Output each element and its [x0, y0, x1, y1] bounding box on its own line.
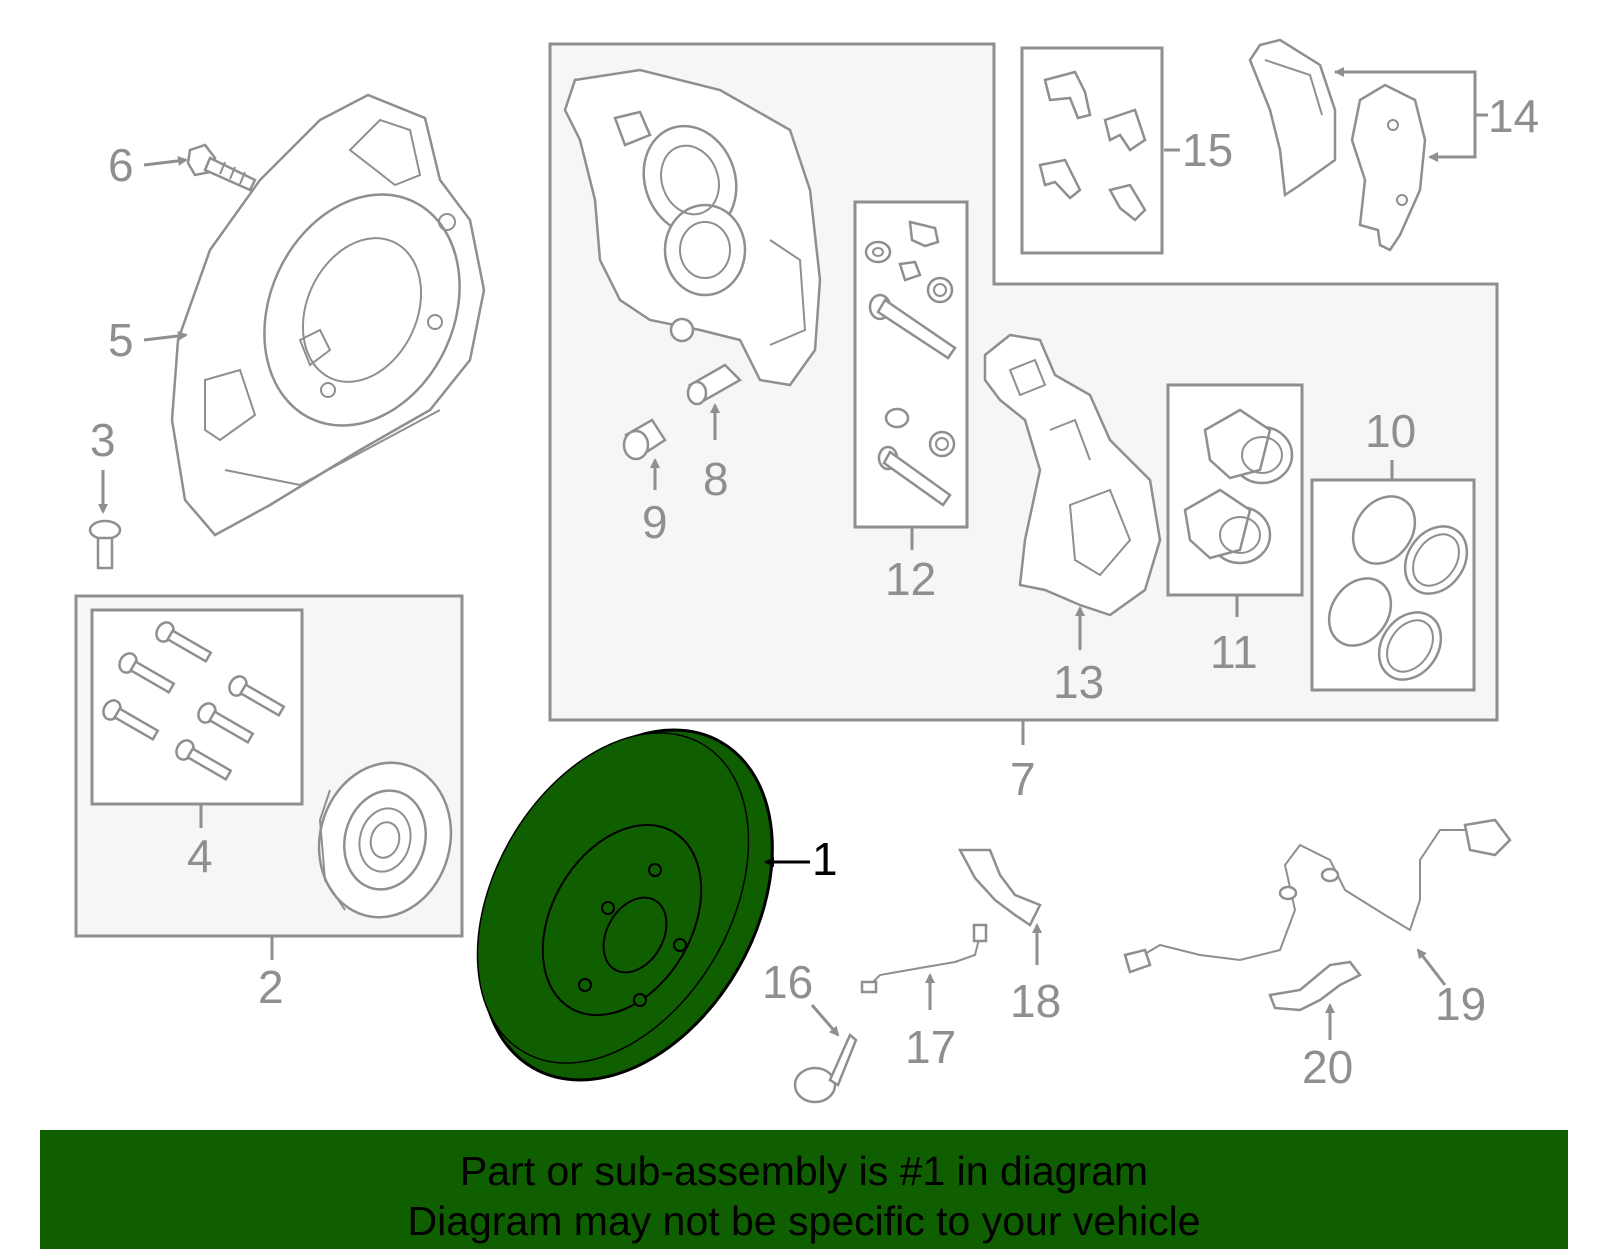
callout-11: 11 [1210, 626, 1258, 678]
brake-caliper [563, 68, 822, 387]
callout-14: 14 [1488, 90, 1539, 142]
clip-kit-box [1020, 46, 1164, 255]
wheel-hub [317, 761, 453, 919]
leader-5 [143, 330, 188, 342]
banner-line-1: Part or sub-assembly is #1 in diagram [459, 1148, 1149, 1194]
brake-rotor [476, 728, 774, 1082]
callout-8: 8 [703, 453, 729, 505]
dust-shield [170, 93, 486, 537]
callout-17: 17 [905, 1021, 956, 1073]
bolt-kit-box [90, 608, 304, 806]
shield-bolt [186, 143, 257, 192]
callout-20: 20 [1302, 1041, 1353, 1093]
leader-19 [1416, 948, 1447, 986]
callout-12: 12 [885, 553, 936, 605]
leader-6 [143, 155, 188, 167]
callout-6: 6 [108, 139, 134, 191]
callout-7: 7 [1010, 753, 1036, 805]
front-sensor-wire [860, 923, 988, 994]
guide-pin-kit [864, 220, 957, 507]
rotor-screw [88, 519, 122, 570]
abs-wheel-speed-sensor [1123, 818, 1512, 974]
caliper-bracket [983, 333, 1162, 617]
callout-4: 4 [187, 830, 213, 882]
callout-18: 18 [1010, 975, 1061, 1027]
wheel-studs [102, 621, 286, 782]
callout-2: 2 [258, 961, 284, 1013]
callout-10: 10 [1365, 405, 1416, 457]
caliper-pistons [1183, 408, 1294, 565]
part-info-banner: Part or sub-assembly is #1 in diagram Di… [40, 1130, 1568, 1249]
callout-9: 9 [642, 496, 668, 548]
sensor-bracket [957, 848, 1042, 927]
guide-pin-sleeve [686, 363, 743, 406]
brake-pads [1248, 38, 1427, 252]
banner-line-2: Diagram may not be specific to your vehi… [407, 1198, 1201, 1244]
bushing [622, 418, 667, 461]
callout-1: 1 [812, 833, 838, 885]
callout-15: 15 [1182, 124, 1233, 176]
pad-clips [1038, 70, 1147, 222]
callout-5: 5 [108, 314, 134, 366]
piston-seals [1327, 495, 1469, 681]
callout-16: 16 [762, 956, 813, 1008]
harness-bracket [1268, 960, 1362, 1012]
cable-tie [793, 1032, 858, 1104]
callout-13: 13 [1053, 656, 1104, 708]
leader-16 [810, 1004, 840, 1037]
callout-3: 3 [90, 414, 116, 466]
callout-19: 19 [1435, 978, 1486, 1030]
